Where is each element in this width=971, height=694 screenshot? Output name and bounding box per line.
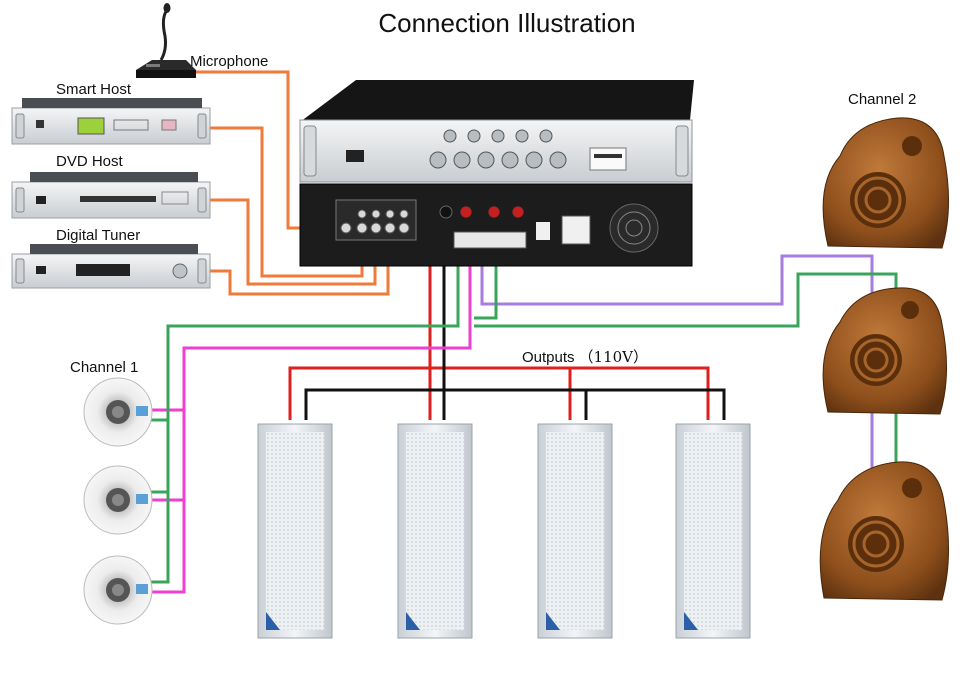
microphone-icon xyxy=(136,3,196,78)
amplifier-icon xyxy=(299,80,694,267)
diagram-title: Connection Illustration xyxy=(378,8,635,38)
channel-1-wires xyxy=(150,256,472,594)
channel-1-speakers xyxy=(83,377,153,625)
dvd-host-label: DVD Host xyxy=(56,153,124,170)
channel-1-label: Channel 1 xyxy=(70,359,138,376)
rock-speaker-icon xyxy=(822,287,947,415)
dvd-host-device xyxy=(11,172,211,219)
column-speakers xyxy=(257,423,751,639)
ceiling-speaker-icon xyxy=(83,465,153,535)
smart-host-device xyxy=(11,98,211,145)
column-speaker-icon xyxy=(257,423,333,639)
channel-2-label: Channel 2 xyxy=(848,91,916,108)
rock-speaker-icon xyxy=(822,117,949,249)
outputs-voltage: （110V） xyxy=(579,348,648,366)
outputs-label: Outputs（110V） xyxy=(522,348,648,366)
ceiling-speaker-icon xyxy=(83,555,153,625)
channel-1-wire-green xyxy=(150,256,460,584)
digital-tuner-label: Digital Tuner xyxy=(56,227,140,244)
smart-host-label: Smart Host xyxy=(56,81,132,98)
column-speaker-icon xyxy=(537,423,613,639)
channel-2-wire-purple xyxy=(480,254,874,472)
dvd-host-wire xyxy=(210,198,377,286)
digital-tuner-wire xyxy=(210,234,390,296)
microphone-label: Microphone xyxy=(190,53,268,70)
rock-speaker-icon xyxy=(819,461,949,601)
channel-2-speakers xyxy=(819,117,949,601)
column-speaker-icon xyxy=(675,423,751,639)
ceiling-speaker-icon xyxy=(83,377,153,447)
digital-tuner-device xyxy=(11,244,211,289)
column-speaker-icon xyxy=(397,423,473,639)
